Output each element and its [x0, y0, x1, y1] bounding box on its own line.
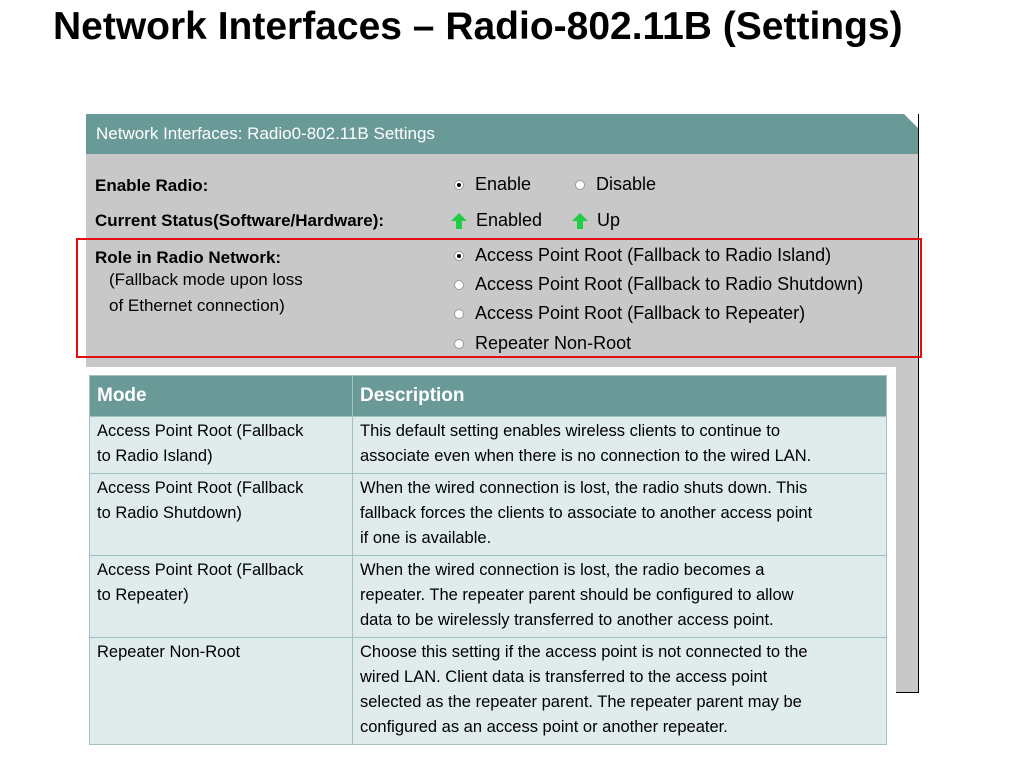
- description-text-line: selected as the repeater parent. The rep…: [360, 693, 802, 711]
- radio-button-checked[interactable]: [454, 250, 464, 261]
- mode-cell: Access Point Root (Fallback to Repeater): [89, 555, 353, 638]
- description-cell: When the wired connection is lost, the r…: [352, 473, 887, 556]
- description-text-line: This default setting enables wireless cl…: [360, 422, 781, 440]
- hardware-status-value: Up: [597, 210, 621, 230]
- green-up-arrow-icon: [451, 212, 467, 229]
- description-text-line: When the wired connection is lost, the r…: [360, 561, 765, 579]
- description-text-line: wired LAN. Client data is transferred to…: [360, 668, 768, 686]
- mode-text-line: Access Point Root (Fallback: [97, 479, 304, 497]
- table-header-row: Mode Description: [89, 375, 887, 417]
- description-column-header: Description: [352, 375, 887, 417]
- slide-title: Network Interfaces – Radio-802.11B (Sett…: [53, 5, 903, 48]
- mode-table-container: Mode Description Access Point Root (Fall…: [86, 367, 896, 745]
- role-sublabel-line2: of Ethernet connection): [109, 296, 285, 315]
- mode-column-header: Mode: [89, 375, 353, 417]
- current-status-label: Current Status(Software/Hardware):: [95, 211, 385, 230]
- table-row: Repeater Non-Root Choose this setting if…: [89, 637, 887, 745]
- mode-cell: Access Point Root (Fallback to Radio Shu…: [89, 473, 353, 556]
- enable-radio-label: Enable Radio:: [95, 176, 209, 195]
- description-cell: This default setting enables wireless cl…: [352, 416, 887, 474]
- mode-cell: Repeater Non-Root: [89, 637, 353, 745]
- role-option-label: Access Point Root (Fallback to Repeater): [475, 303, 806, 323]
- role-option-label: Repeater Non-Root: [475, 333, 632, 353]
- radio-button-unchecked[interactable]: [454, 338, 464, 349]
- hardware-status: Up: [571, 210, 620, 231]
- description-text-line: configured as an access point or another…: [360, 718, 728, 736]
- table-corner-decoration: [884, 367, 896, 379]
- role-option-radio-shutdown[interactable]: Access Point Root (Fallback to Radio Shu…: [454, 274, 863, 295]
- mode-text-line: to Repeater): [97, 586, 189, 604]
- disable-label: Disable: [596, 174, 657, 194]
- description-text-line: Choose this setting if the access point …: [360, 643, 808, 661]
- mode-description-table: Mode Description Access Point Root (Fall…: [89, 375, 887, 745]
- table-row: Access Point Root (Fallback to Radio Isl…: [89, 416, 887, 474]
- mode-text-line: Access Point Root (Fallback: [97, 561, 304, 579]
- table-row: Access Point Root (Fallback to Radio Shu…: [89, 473, 887, 556]
- description-text-line: repeater. The repeater parent should be …: [360, 586, 794, 604]
- description-text-line: data to be wirelessly transferred to ano…: [360, 611, 774, 629]
- panel-corner-decoration: [904, 114, 918, 128]
- role-sublabel-line1: (Fallback mode upon loss: [109, 270, 303, 289]
- mode-text-line: to Radio Island): [97, 447, 213, 465]
- role-option-repeater[interactable]: Access Point Root (Fallback to Repeater): [454, 303, 805, 324]
- description-cell: Choose this setting if the access point …: [352, 637, 887, 745]
- enable-radio-option[interactable]: Enable: [454, 174, 531, 195]
- mode-text-line: Repeater Non-Root: [97, 643, 241, 661]
- radio-button-unchecked[interactable]: [454, 308, 464, 319]
- table-row: Access Point Root (Fallback to Repeater)…: [89, 555, 887, 638]
- description-text-line: if one is available.: [360, 529, 492, 547]
- disable-radio-option[interactable]: Disable: [575, 174, 656, 195]
- role-option-repeater-non-root[interactable]: Repeater Non-Root: [454, 333, 631, 354]
- enable-label: Enable: [475, 174, 532, 194]
- role-highlight-box: [76, 238, 922, 358]
- role-option-radio-island[interactable]: Access Point Root (Fallback to Radio Isl…: [454, 245, 831, 266]
- green-up-arrow-icon: [572, 212, 588, 229]
- description-text-line: fallback forces the clients to associate…: [360, 504, 813, 522]
- mode-text-line: Access Point Root (Fallback: [97, 422, 304, 440]
- role-label: Role in Radio Network:: [95, 248, 282, 267]
- panel-header: Network Interfaces: Radio0-802.11B Setti…: [86, 114, 918, 154]
- software-status: Enabled: [450, 210, 542, 231]
- radio-button-checked[interactable]: [454, 179, 464, 190]
- mode-text-line: to Radio Shutdown): [97, 504, 242, 522]
- software-status-value: Enabled: [476, 210, 543, 230]
- description-cell: When the wired connection is lost, the r…: [352, 555, 887, 638]
- radio-button-unchecked[interactable]: [454, 279, 464, 290]
- role-option-label: Access Point Root (Fallback to Radio Isl…: [475, 245, 832, 265]
- mode-cell: Access Point Root (Fallback to Radio Isl…: [89, 416, 353, 474]
- radio-button-unchecked[interactable]: [575, 179, 585, 190]
- description-text-line: When the wired connection is lost, the r…: [360, 479, 808, 497]
- description-text-line: associate even when there is no connecti…: [360, 447, 812, 465]
- role-option-label: Access Point Root (Fallback to Radio Shu…: [475, 274, 864, 294]
